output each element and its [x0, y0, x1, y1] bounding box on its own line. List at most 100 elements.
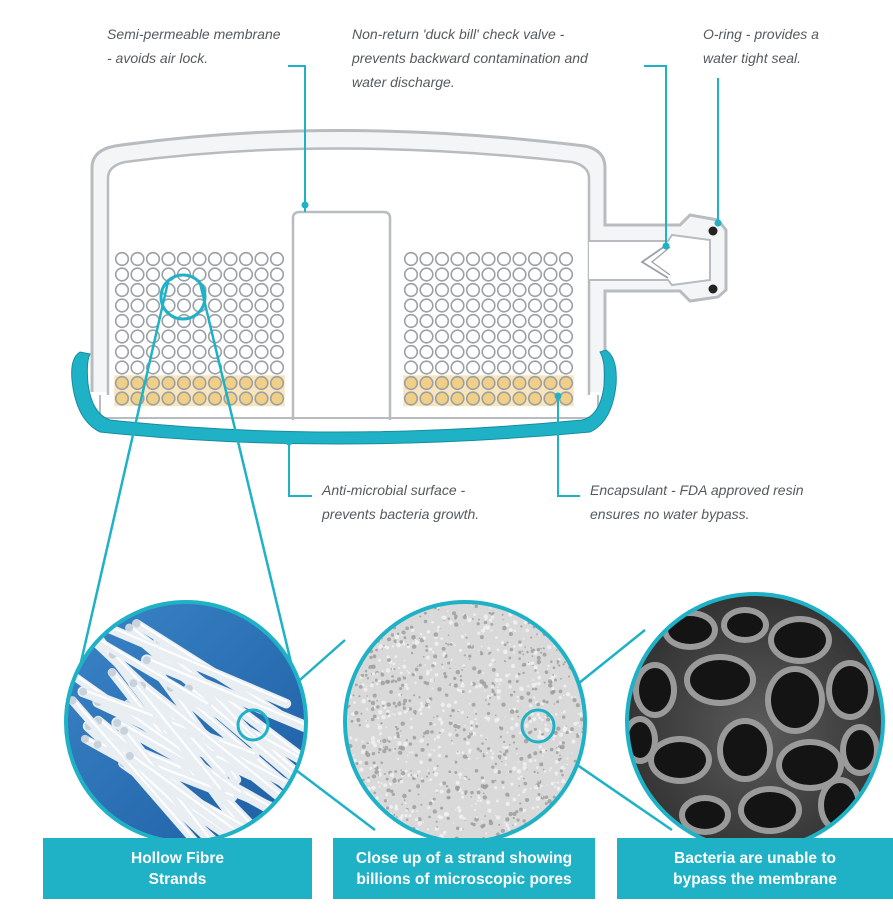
pore-speck	[575, 703, 580, 708]
hollow-fibre	[238, 298, 254, 313]
pore-speck	[573, 721, 578, 726]
hollow-fibre	[465, 329, 481, 344]
pores-photo	[345, 602, 585, 842]
pore-speck	[374, 606, 377, 609]
pore-speck	[452, 822, 455, 824]
pore-speck	[493, 693, 497, 697]
hollow-fibre	[130, 313, 145, 329]
pore-speck	[504, 716, 506, 718]
pore-speck	[566, 631, 569, 635]
pore-speck	[465, 741, 470, 746]
pore-speck	[379, 819, 382, 822]
pore-speck	[451, 708, 455, 713]
pore-speck	[547, 621, 552, 626]
pore-speck	[450, 683, 453, 686]
hollow-fibre	[496, 267, 512, 282]
pore-speck	[536, 713, 540, 717]
encapsulated-fibre	[269, 391, 285, 406]
pore-speck	[582, 799, 585, 804]
pore-speck	[383, 623, 386, 627]
pore-speck	[544, 727, 548, 731]
pore-speck	[436, 629, 439, 632]
pore-speck	[578, 724, 581, 727]
pore-speck	[370, 740, 376, 745]
encapsulated-fibre	[527, 375, 543, 391]
pore-speck	[460, 635, 465, 639]
pore-speck	[515, 679, 519, 683]
pore-speck	[405, 604, 410, 609]
pore-speck	[456, 688, 460, 692]
hollow-fibre	[403, 329, 419, 344]
pore-speck	[505, 792, 510, 797]
pore-speck	[487, 702, 491, 706]
fibre-strand	[108, 650, 229, 780]
foam-pore	[685, 801, 725, 829]
hollow-fibre	[465, 298, 481, 313]
pore-speck	[575, 667, 578, 671]
pore-speck	[352, 754, 355, 757]
pore-speck	[420, 704, 424, 709]
encapsulated-fibre	[543, 391, 558, 406]
pore-speck	[357, 621, 360, 624]
pore-speck	[433, 654, 438, 659]
pore-speck	[549, 747, 554, 752]
pore-speck	[361, 698, 366, 704]
encapsulated-fibre	[403, 375, 419, 391]
hollow-fibre	[254, 251, 269, 267]
pore-speck	[412, 641, 414, 644]
pore-speck	[357, 602, 361, 607]
fibre-strand-highlight	[71, 697, 234, 842]
pore-speck	[562, 607, 567, 612]
pore-speck	[536, 647, 541, 652]
pore-speck	[380, 722, 383, 725]
hollow-fibre	[238, 344, 254, 360]
encapsulated-fibre	[192, 375, 207, 391]
foam-pore	[782, 745, 838, 785]
pore-speck	[488, 696, 492, 700]
hollow-fibre	[434, 313, 450, 329]
pore-speck	[560, 712, 563, 714]
pore-speck	[439, 833, 444, 839]
pore-speck	[561, 798, 564, 802]
pore-speck	[581, 628, 585, 631]
pore-speck	[485, 832, 488, 835]
pore-speck	[547, 607, 551, 611]
fibre-strand	[183, 683, 306, 842]
pore-speck	[386, 712, 389, 716]
pore-speck	[473, 808, 477, 812]
pore-speck	[489, 618, 493, 622]
pore-speck	[380, 761, 383, 764]
pore-speck	[464, 792, 467, 796]
pore-speck	[378, 747, 382, 751]
pore-speck	[390, 611, 394, 614]
pore-speck	[504, 763, 507, 766]
pore-speck	[433, 740, 436, 742]
pore-speck	[563, 818, 565, 821]
pore-speck	[439, 731, 441, 734]
pore-speck	[479, 635, 484, 640]
pore-speck	[363, 630, 367, 634]
hollow-fibre	[419, 267, 434, 282]
pore-speck	[396, 632, 400, 635]
pore-speck	[468, 689, 472, 693]
encapsulated-fibre	[114, 375, 130, 391]
pore-speck	[396, 677, 402, 682]
hollow-fibre	[481, 360, 496, 375]
pore-speck	[464, 633, 467, 636]
pore-speck	[422, 821, 425, 824]
pore-speck	[374, 614, 378, 618]
pore-speck	[349, 736, 353, 740]
pore-speck	[544, 723, 548, 727]
pore-speck	[510, 726, 514, 731]
pore-speck	[457, 805, 461, 810]
pore-speck	[425, 645, 428, 648]
pore-speck	[519, 695, 524, 700]
pore-speck	[557, 657, 561, 661]
hollow-fibre	[481, 344, 496, 360]
pore-speck	[434, 636, 438, 639]
pore-speck	[568, 794, 573, 799]
encapsulated-fibre	[434, 391, 450, 406]
hollow-fibre	[481, 251, 496, 267]
hollow-fibre	[207, 251, 223, 267]
pore-speck	[405, 686, 410, 691]
